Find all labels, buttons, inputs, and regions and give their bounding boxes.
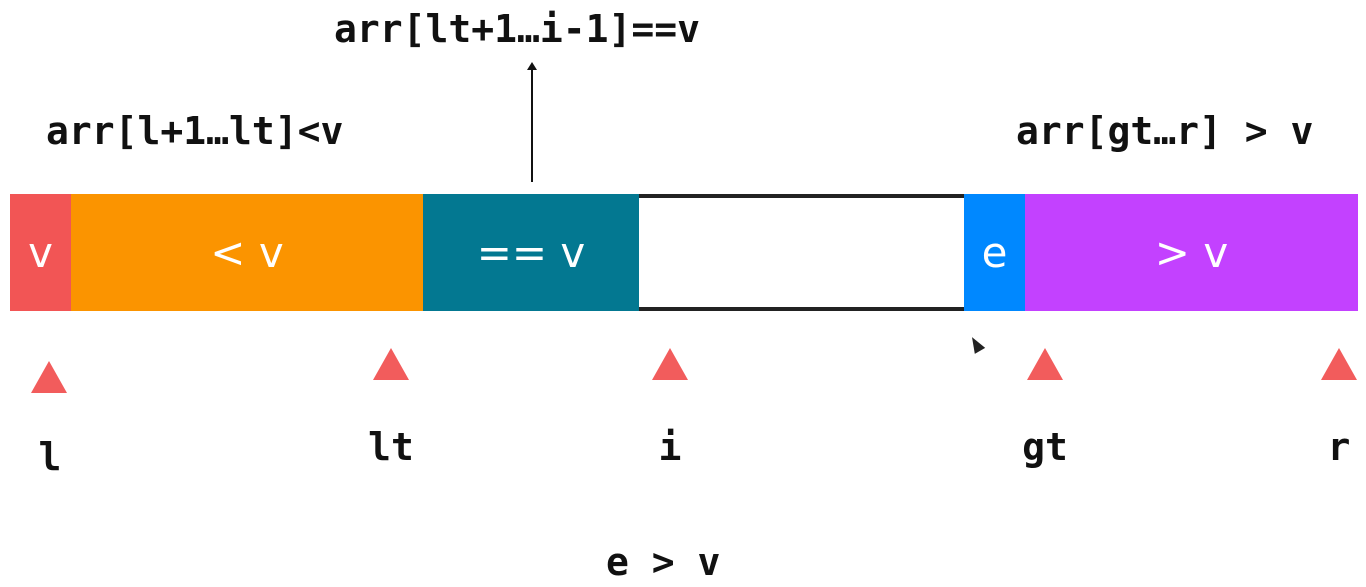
less-than-segment: < v — [71, 194, 423, 311]
up-arrow-icon — [527, 62, 537, 182]
pivot-segment: v — [10, 194, 71, 311]
less-than-label: < v — [210, 228, 284, 277]
triangle-marker-icon — [1027, 348, 1063, 380]
index-gt: gt — [1022, 425, 1068, 469]
index-r: r — [1327, 425, 1351, 469]
triangle-marker-icon — [373, 348, 409, 380]
index-lt: lt — [368, 425, 414, 469]
greater-than-label: > v — [1154, 228, 1229, 277]
unprocessed-segment — [639, 194, 964, 311]
comparison-annotation: e > v — [606, 540, 721, 584]
mouse-cursor-icon — [966, 334, 986, 354]
array-bar: v < v == v e > v — [10, 194, 1358, 311]
index-l: l — [38, 435, 62, 479]
current-element-segment: e — [964, 194, 1025, 311]
triangle-marker-icon — [652, 348, 688, 380]
triangle-marker-icon — [1321, 348, 1357, 380]
pivot-label: v — [28, 228, 53, 277]
greater-range-annotation: arr[gt…r] > v — [1016, 109, 1314, 153]
greater-than-segment: > v — [1025, 194, 1358, 311]
index-i: i — [658, 425, 682, 469]
equal-range-annotation: arr[lt+1…i-1]==v — [334, 7, 701, 51]
equal-segment: == v — [423, 194, 639, 311]
equal-label: == v — [476, 228, 586, 277]
current-element-label: e — [981, 228, 1008, 277]
triangle-marker-icon — [31, 361, 67, 393]
less-range-annotation: arr[l+1…lt]<v — [46, 109, 344, 153]
